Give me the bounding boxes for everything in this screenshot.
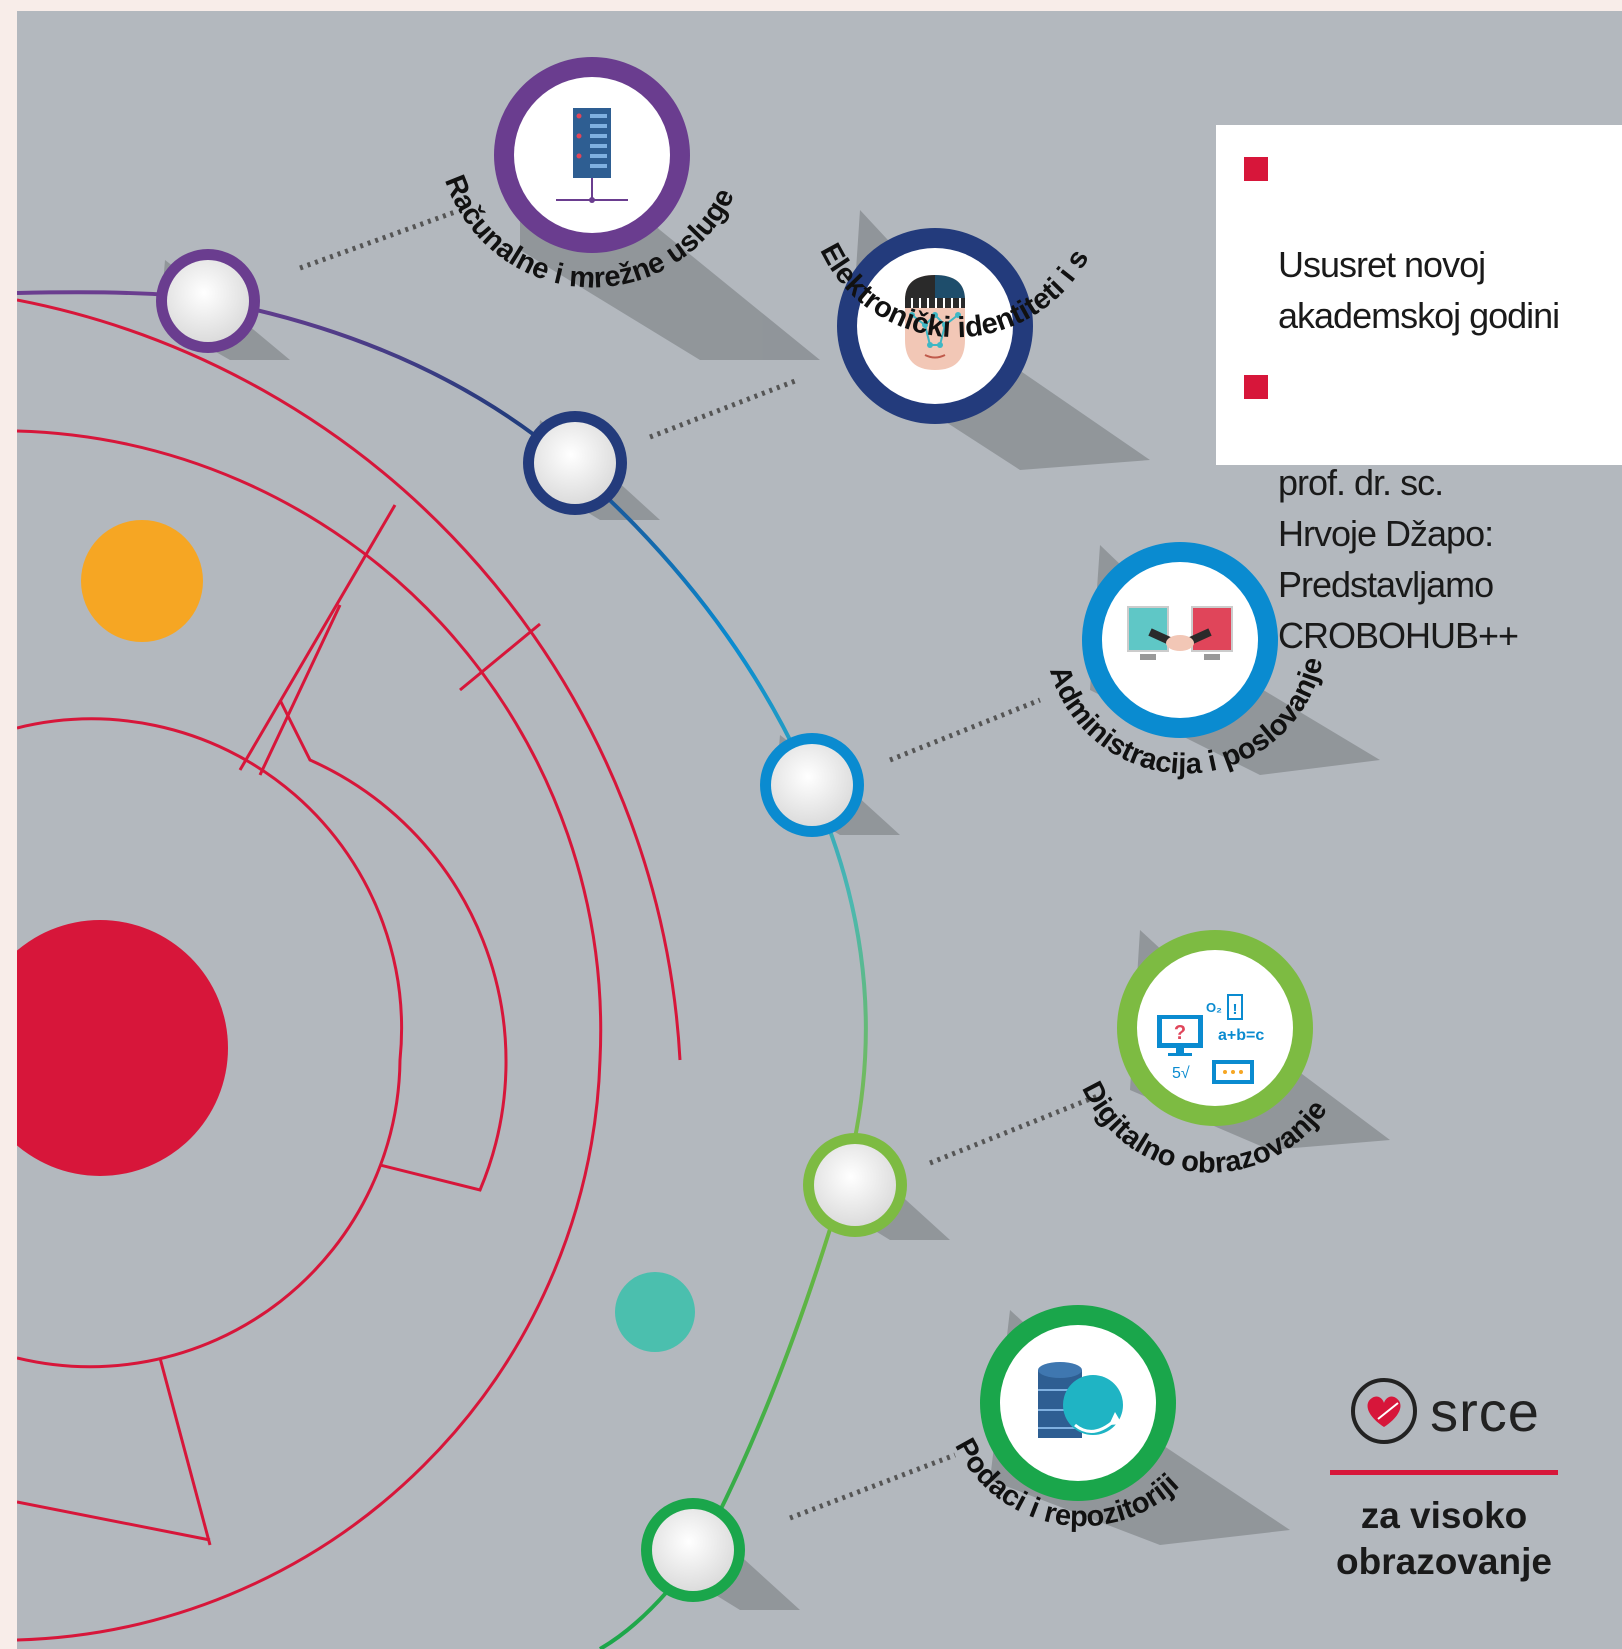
e-learning-icon: ? ! O₂ a+b=c 5√ <box>1157 994 1264 1084</box>
red-square-bullet <box>1244 157 1268 181</box>
service-badge-administration[interactable] <box>1082 542 1278 738</box>
srce-branding: srce za visoko obrazovanje <box>1330 1366 1558 1585</box>
dotted-connectors <box>299 209 1101 1521</box>
orbit-nodes <box>156 249 907 1602</box>
brand-name: srce <box>1430 1379 1540 1443</box>
heart-at-icon <box>1351 1378 1418 1444</box>
handshake-monitors-icon <box>1127 606 1233 660</box>
toc-item-academic-year[interactable]: Ususret novoj akademskoj godini <box>1244 137 1622 341</box>
server-rack-icon <box>556 108 628 203</box>
toc-item-text: prof. dr. sc. Hrvoje Džapo: Predstavljam… <box>1278 462 1519 656</box>
svg-text:!: ! <box>1233 1001 1238 1018</box>
service-badge-computing[interactable] <box>494 57 690 253</box>
svg-text:O₂: O₂ <box>1206 1000 1222 1015</box>
orange-dot <box>81 520 203 642</box>
orbit-node-1[interactable] <box>156 249 260 353</box>
toc-item-text: Ususret novoj akademskoj godini <box>1278 244 1560 336</box>
red-core-circle <box>17 920 228 1176</box>
orbit-node-4[interactable] <box>803 1133 907 1237</box>
orbit-node-3[interactable] <box>760 733 864 837</box>
face-recognition-icon <box>905 275 965 370</box>
red-concentric-rings <box>17 298 682 1642</box>
svg-text:a+b=c: a+b=c <box>1218 1027 1264 1044</box>
service-badge-digital-education[interactable]: ? ! O₂ a+b=c 5√ <box>1117 930 1313 1126</box>
orbit-node-2[interactable] <box>523 411 627 515</box>
contents-box: Ususret novoj akademskoj godini prof. dr… <box>1216 125 1622 656</box>
srce-logo: srce <box>1330 1366 1558 1456</box>
service-badge-data[interactable] <box>980 1305 1176 1501</box>
brand-tagline: za visoko obrazovanje <box>1336 1495 1552 1582</box>
svg-text:5√: 5√ <box>1172 1065 1190 1082</box>
red-square-bullet <box>1244 375 1268 399</box>
svg-text:?: ? <box>1174 1022 1186 1044</box>
brand-divider <box>1330 1470 1558 1475</box>
orbit-node-5[interactable] <box>641 1498 745 1602</box>
service-badge-identity[interactable] <box>837 228 1033 424</box>
teal-dot <box>615 1272 695 1352</box>
toc-item-crobohub[interactable]: prof. dr. sc. Hrvoje Džapo: Predstavljam… <box>1244 355 1622 661</box>
database-sync-icon <box>1038 1362 1123 1438</box>
